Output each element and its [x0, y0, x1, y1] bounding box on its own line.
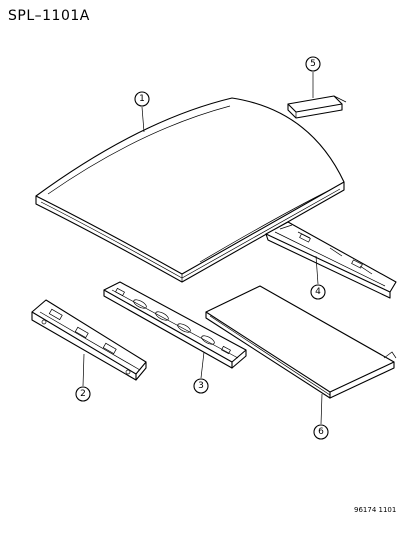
- diagram-code: SPL–1101A: [8, 8, 90, 24]
- svg-text:1: 1: [139, 94, 145, 104]
- front-roof-bow: [31, 299, 147, 381]
- callout-5: 5: [305, 56, 321, 72]
- callout-4: 4: [310, 284, 326, 300]
- svg-text:3: 3: [198, 381, 204, 391]
- rear-roof-bow: [265, 221, 397, 299]
- svg-text:4: 4: [315, 287, 321, 297]
- svg-text:2: 2: [80, 389, 86, 399]
- leader-lines: [82, 72, 323, 425]
- callout-2: 2: [75, 386, 91, 402]
- center-roof-bow: [103, 281, 247, 369]
- svg-text:5: 5: [310, 59, 316, 69]
- svg-text:6: 6: [318, 427, 324, 437]
- callout-1: 1: [134, 91, 150, 107]
- roof-panel: [35, 97, 345, 283]
- plug: [287, 95, 347, 119]
- figure-code: 96174 1101: [354, 506, 397, 514]
- callout-3: 3: [193, 378, 209, 394]
- callout-6: 6: [313, 424, 329, 440]
- headliner-panel: [205, 285, 397, 399]
